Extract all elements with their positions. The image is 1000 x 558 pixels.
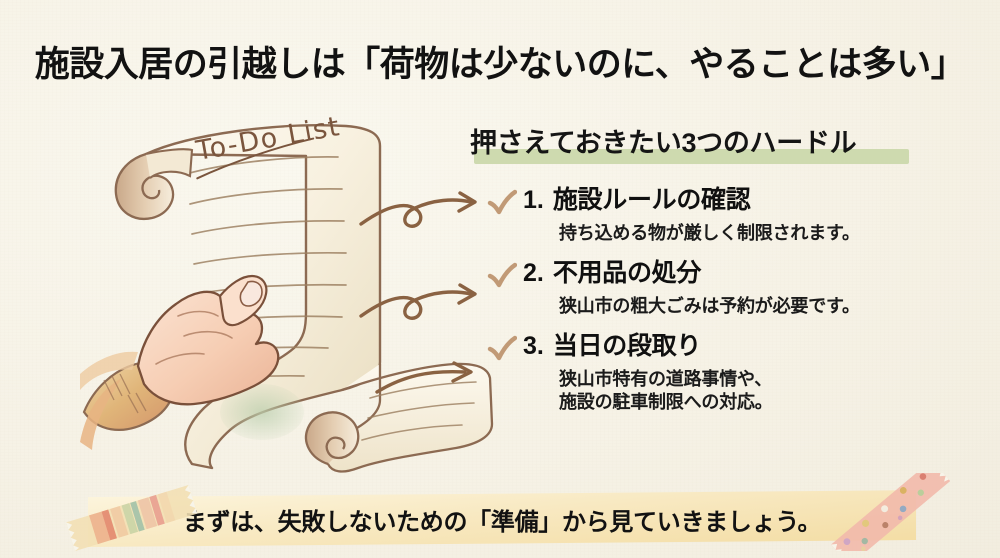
arrow-to-hurdle-3 bbox=[375, 361, 473, 394]
subtitle-block: 押さえておきたい3つのハードル bbox=[470, 121, 909, 164]
check-icon bbox=[487, 261, 518, 291]
hurdle-3-heading: 3. 当日の段取り bbox=[487, 332, 957, 364]
arrow-to-hurdle-2 bbox=[359, 283, 477, 320]
hand-illustration bbox=[80, 274, 280, 450]
footer-text: まずは、失敗しないための「準備」から見ていきましょう。 bbox=[182, 508, 822, 536]
hurdle-1-title: 施設ルールの確認 bbox=[552, 186, 751, 214]
scroll-curl-bottom bbox=[304, 411, 360, 466]
scroll-curl-top bbox=[114, 148, 194, 221]
arrow-to-hurdle-1 bbox=[359, 191, 477, 228]
hurdle-1-heading: 1. 施設ルールの確認 bbox=[487, 186, 957, 218]
check-icon bbox=[487, 334, 518, 364]
hurdle-item-3: 3. 当日の段取り 狭山市特有の道路事情や、施設の駐車制限への対応。 bbox=[487, 332, 957, 416]
hurdle-3-title: 当日の段取り bbox=[552, 331, 702, 360]
pointer-arrows-group bbox=[355, 180, 505, 420]
todo-scroll-illustration: To-Do List bbox=[80, 111, 500, 482]
hurdle-1-description: 持ち込める物が厳しく制限されます。 bbox=[559, 223, 860, 243]
subtitle-text: 押さえておきたい3つのハードル bbox=[470, 128, 857, 158]
hurdle-2-heading: 2. 不用品の処分 bbox=[487, 259, 957, 291]
hurdle-item-2: 2. 不用品の処分 狭山市の粗大ごみは予約が必要です。 bbox=[487, 259, 957, 319]
hurdle-3-number: 3. bbox=[523, 331, 544, 360]
hurdle-list: 1. 施設ルールの確認 持ち込める物が厳しく制限されます。 2. 不用品の処分 … bbox=[487, 186, 957, 428]
footer-ribbon: まずは、失敗しないための「準備」から見ていきましょう。 bbox=[66, 459, 951, 558]
hurdle-3-description: 狭山市特有の道路事情や、施設の駐車制限への対応。 bbox=[559, 368, 773, 413]
page-title: 施設入居の引越しは「荷物は少ないのに、やることは多い」 bbox=[34, 45, 966, 84]
washi-tape-right-icon bbox=[830, 459, 951, 558]
hurdle-2-description: 狭山市の粗大ごみは予約が必要です。 bbox=[559, 295, 860, 316]
hurdle-2-title: 不用品の処分 bbox=[552, 258, 702, 287]
check-icon bbox=[487, 188, 518, 218]
hurdle-1-number: 1. bbox=[523, 186, 544, 214]
hurdle-2-number: 2. bbox=[523, 258, 544, 287]
subtitle-highlight-bar bbox=[474, 149, 909, 164]
ribbon-band bbox=[88, 490, 916, 547]
hurdle-item-1: 1. 施設ルールの確認 持ち込める物が厳しく制限されます。 bbox=[487, 186, 957, 246]
washi-tape-left-icon bbox=[66, 484, 198, 553]
